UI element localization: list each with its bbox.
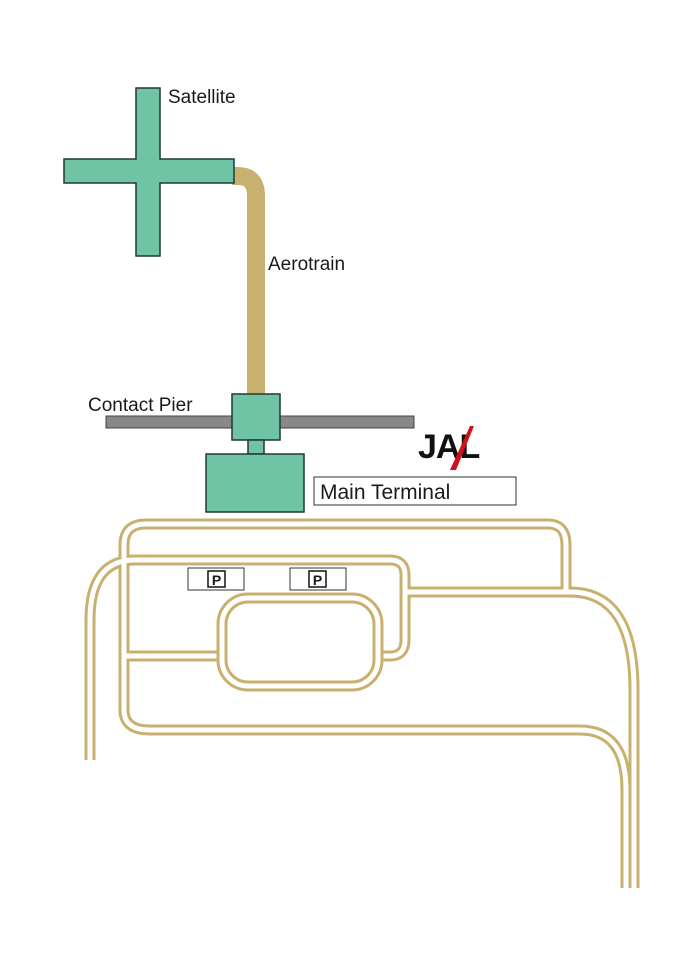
contact-pier-label: Contact Pier (88, 395, 193, 416)
parking-label: P (212, 572, 221, 588)
pier-hub-building (231, 393, 281, 441)
main-terminal-label: Main Terminal (320, 481, 450, 504)
satellite-label: Satellite (168, 87, 236, 108)
parking-sign-2: P (289, 567, 347, 591)
jal-logo: JAL (418, 426, 480, 470)
jal-slash-mark (450, 426, 474, 470)
main-terminal-building (205, 453, 305, 513)
aerotrain-label: Aerotrain (268, 254, 345, 275)
terminal-connector (247, 439, 265, 455)
satellite-building (63, 87, 235, 257)
main-terminal-label-box (313, 476, 517, 506)
parking-sign-1: P (187, 567, 245, 591)
aerotrain-line (232, 167, 265, 394)
road-network (84, 518, 640, 888)
parking-label: P (313, 572, 322, 588)
